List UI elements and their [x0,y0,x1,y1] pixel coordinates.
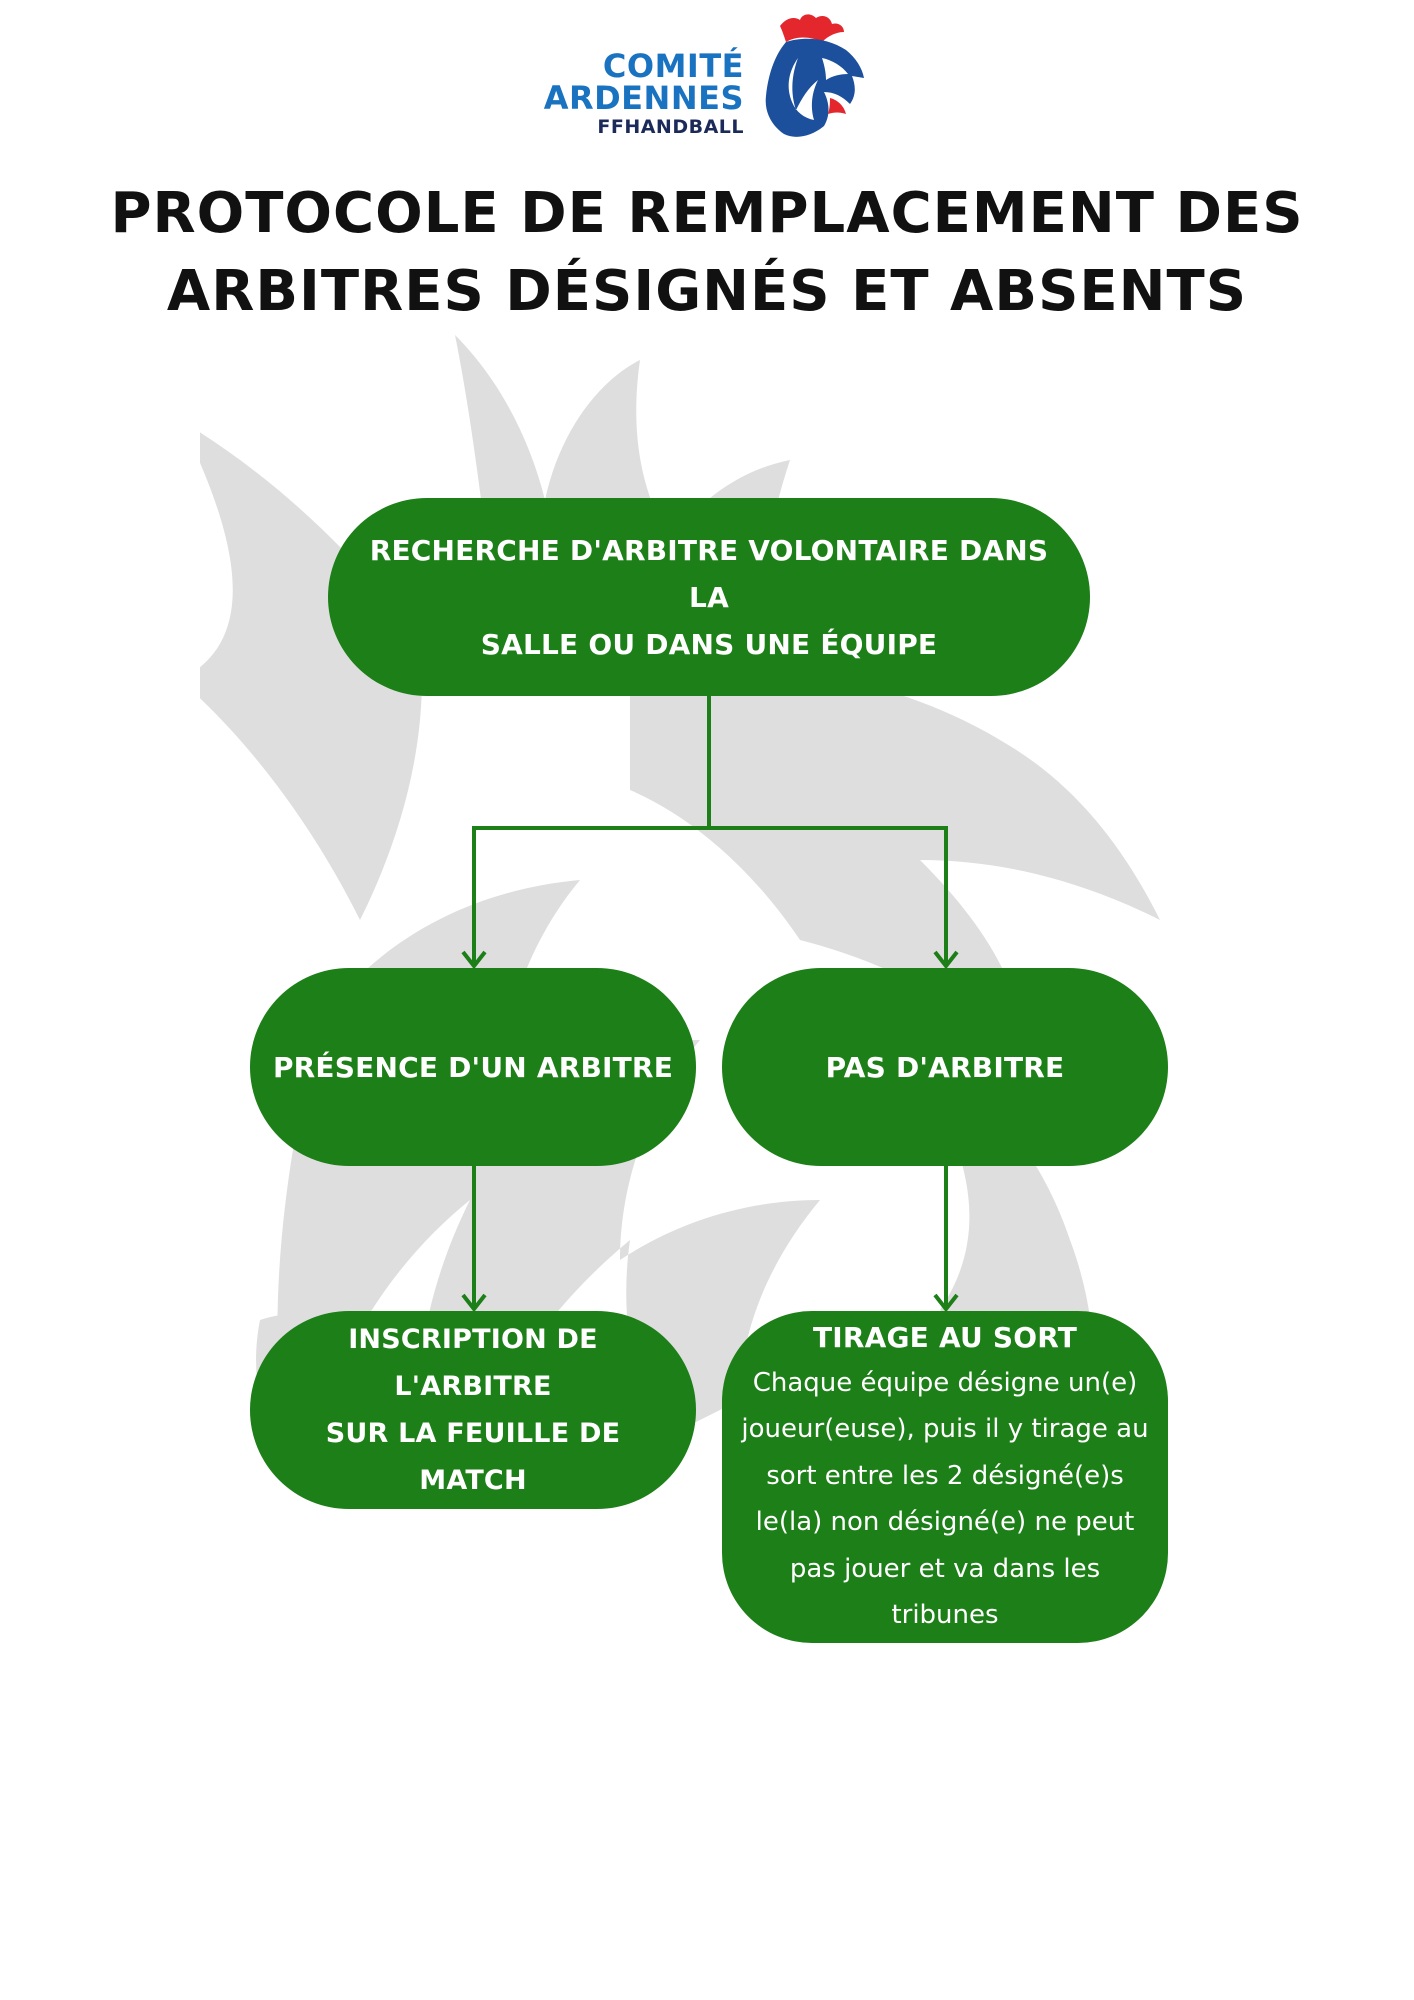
node-pas-label: PAS D'ARBITRE [825,1050,1065,1084]
node-tirage-line: Chaque équipe désigne un(e) [752,1367,1138,1398]
node-tirage-line: pas jouer et va dans les [789,1553,1101,1584]
node-tirage-line: joueur(euse), puis il y tirage au [741,1414,1149,1444]
logo-text-comite: COMITÉ [602,47,744,85]
page-title-line-2: ARBITRES DÉSIGNÉS ET ABSENTS [166,259,1248,324]
node-pas-arbitre: PAS D'ARBITRE [722,968,1168,1166]
node-recherche-line-2: SALLE OU DANS UNE ÉQUIPE [480,627,938,661]
page-title: PROTOCOLE DE REMPLACEMENT DES ARBITRES D… [60,175,1354,331]
logo-text-ffhandball: FFHANDBALL [597,116,744,138]
page-title-line-1: PROTOCOLE DE REMPLACEMENT DES [110,181,1304,246]
node-inscription-arbitre: INSCRIPTION DE L'ARBITRE SUR LA FEUILLE … [250,1311,696,1509]
node-tirage-line: sort entre les 2 désigné(e)s [766,1460,1124,1491]
node-tirage-line: le(la) non désigné(e) ne peut [755,1507,1135,1537]
comite-ardennes-logo: COMITÉ ARDENNES FFHANDBALL [530,14,870,144]
node-recherche-line-1: RECHERCHE D'ARBITRE VOLONTAIRE DANS LA [369,533,1049,614]
rooster-logo-icon [765,14,864,137]
node-tirage-heading: TIRAGE AU SORT [812,1320,1078,1354]
node-presence-arbitre: PRÉSENCE D'UN ARBITRE [250,968,696,1166]
node-inscription-line-2: SUR LA FEUILLE DE MATCH [325,1418,621,1496]
logo-text-ardennes: ARDENNES [543,79,744,117]
node-inscription-line-1: INSCRIPTION DE L'ARBITRE [348,1324,598,1402]
node-tirage-line: tribunes [891,1600,999,1630]
node-presence-label: PRÉSENCE D'UN ARBITRE [272,1050,674,1084]
node-recherche-arbitre: RECHERCHE D'ARBITRE VOLONTAIRE DANS LA S… [328,498,1090,696]
node-tirage-au-sort: TIRAGE AU SORT Chaque équipe désigne un(… [722,1311,1168,1643]
